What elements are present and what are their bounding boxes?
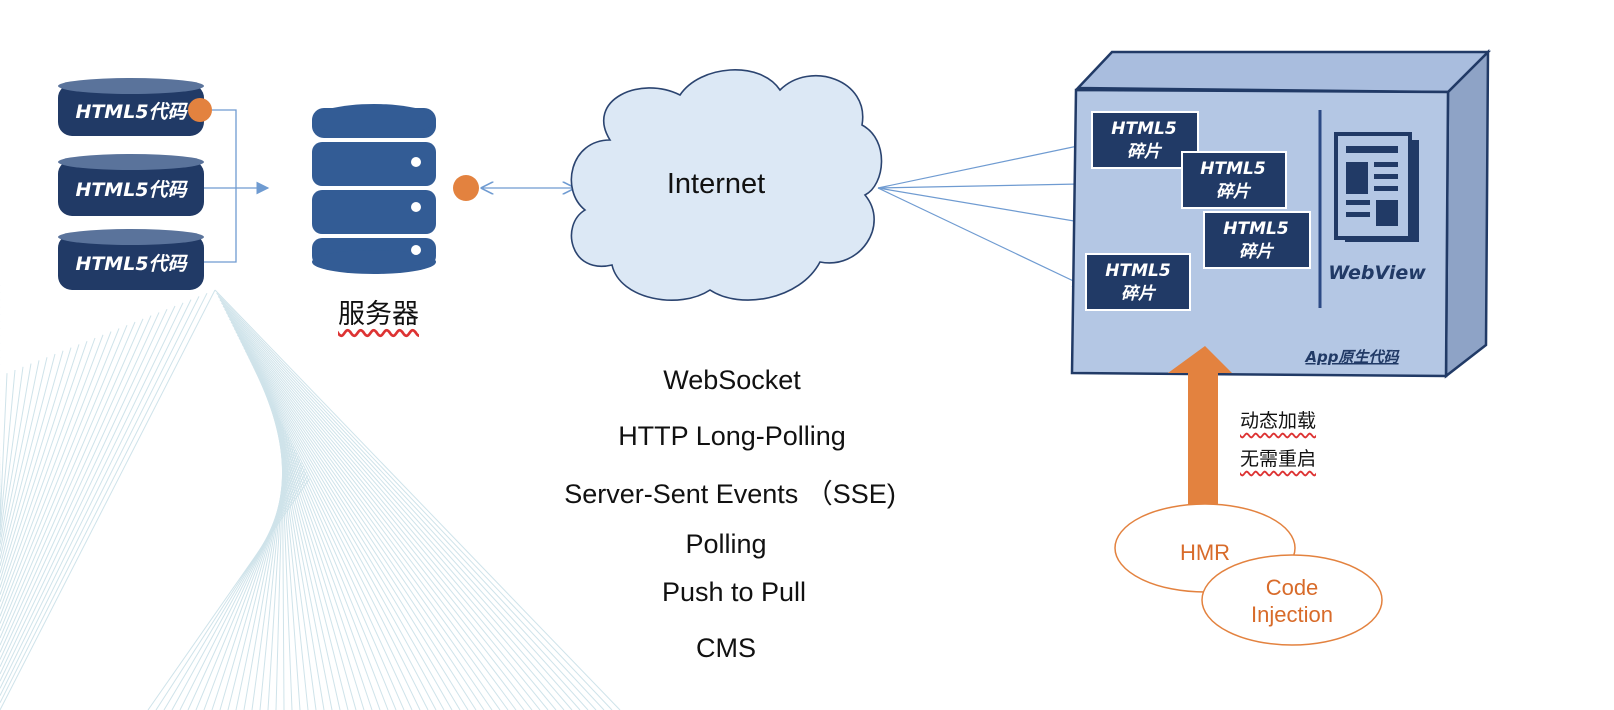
native-code-label: App原生代码: [1304, 348, 1400, 366]
protocol-item: Polling: [685, 529, 767, 559]
html5-source-3: HTML5代码: [58, 229, 204, 290]
protocol-item: Server-Sent Events （SSE): [564, 479, 896, 509]
html5-fragment-2: HTML5 碎片: [1181, 151, 1287, 209]
server-icon: [312, 104, 436, 274]
svg-text:碎片: 碎片: [1127, 142, 1163, 162]
html5-source-1: HTML5代码: [58, 78, 204, 136]
protocol-item: WebSocket: [663, 365, 801, 395]
cloud-label: Internet: [667, 168, 765, 200]
update-arrow: [1168, 346, 1232, 505]
svg-text:Injection: Injection: [1251, 602, 1333, 627]
svg-text:HTML5: HTML5: [1200, 159, 1265, 179]
svg-text:碎片: 碎片: [1216, 182, 1252, 202]
protocol-item: CMS: [696, 633, 756, 663]
html5-source-label: HTML5代码: [75, 101, 188, 123]
svg-text:碎片: 碎片: [1239, 242, 1275, 262]
svg-text:HTML5: HTML5: [1111, 119, 1176, 139]
server-label: 服务器: [338, 299, 419, 330]
code-injection-ellipse: Code Injection: [1201, 554, 1383, 646]
webview-label: WebView: [1328, 262, 1426, 284]
html5-fragment-1: HTML5 碎片: [1091, 111, 1199, 169]
connector-dot: [188, 98, 212, 122]
note-dynamic-load: 动态加载: [1240, 410, 1317, 432]
html5-source-label: HTML5代码: [75, 253, 188, 275]
protocol-item: Push to Pull: [661, 577, 807, 607]
protocol-item: HTTP Long-Polling: [618, 421, 846, 451]
html5-fragment-4: HTML5 碎片: [1085, 253, 1191, 311]
svg-text:碎片: 碎片: [1121, 284, 1157, 304]
connector-dot: [453, 175, 479, 201]
html5-fragment-3: HTML5 碎片: [1203, 211, 1311, 269]
svg-text:Code: Code: [1266, 575, 1319, 600]
source-bracket: [204, 109, 270, 263]
html5-source-label: HTML5代码: [75, 179, 188, 201]
note-no-restart: 无需重启: [1240, 448, 1317, 470]
svg-text:HTML5: HTML5: [1105, 261, 1170, 281]
svg-text:HMR: HMR: [1180, 540, 1230, 565]
internet-cloud: Internet: [570, 69, 883, 301]
html5-source-2: HTML5代码: [58, 154, 204, 216]
webview-icon: [1334, 132, 1419, 242]
svg-text:HTML5: HTML5: [1223, 219, 1288, 239]
